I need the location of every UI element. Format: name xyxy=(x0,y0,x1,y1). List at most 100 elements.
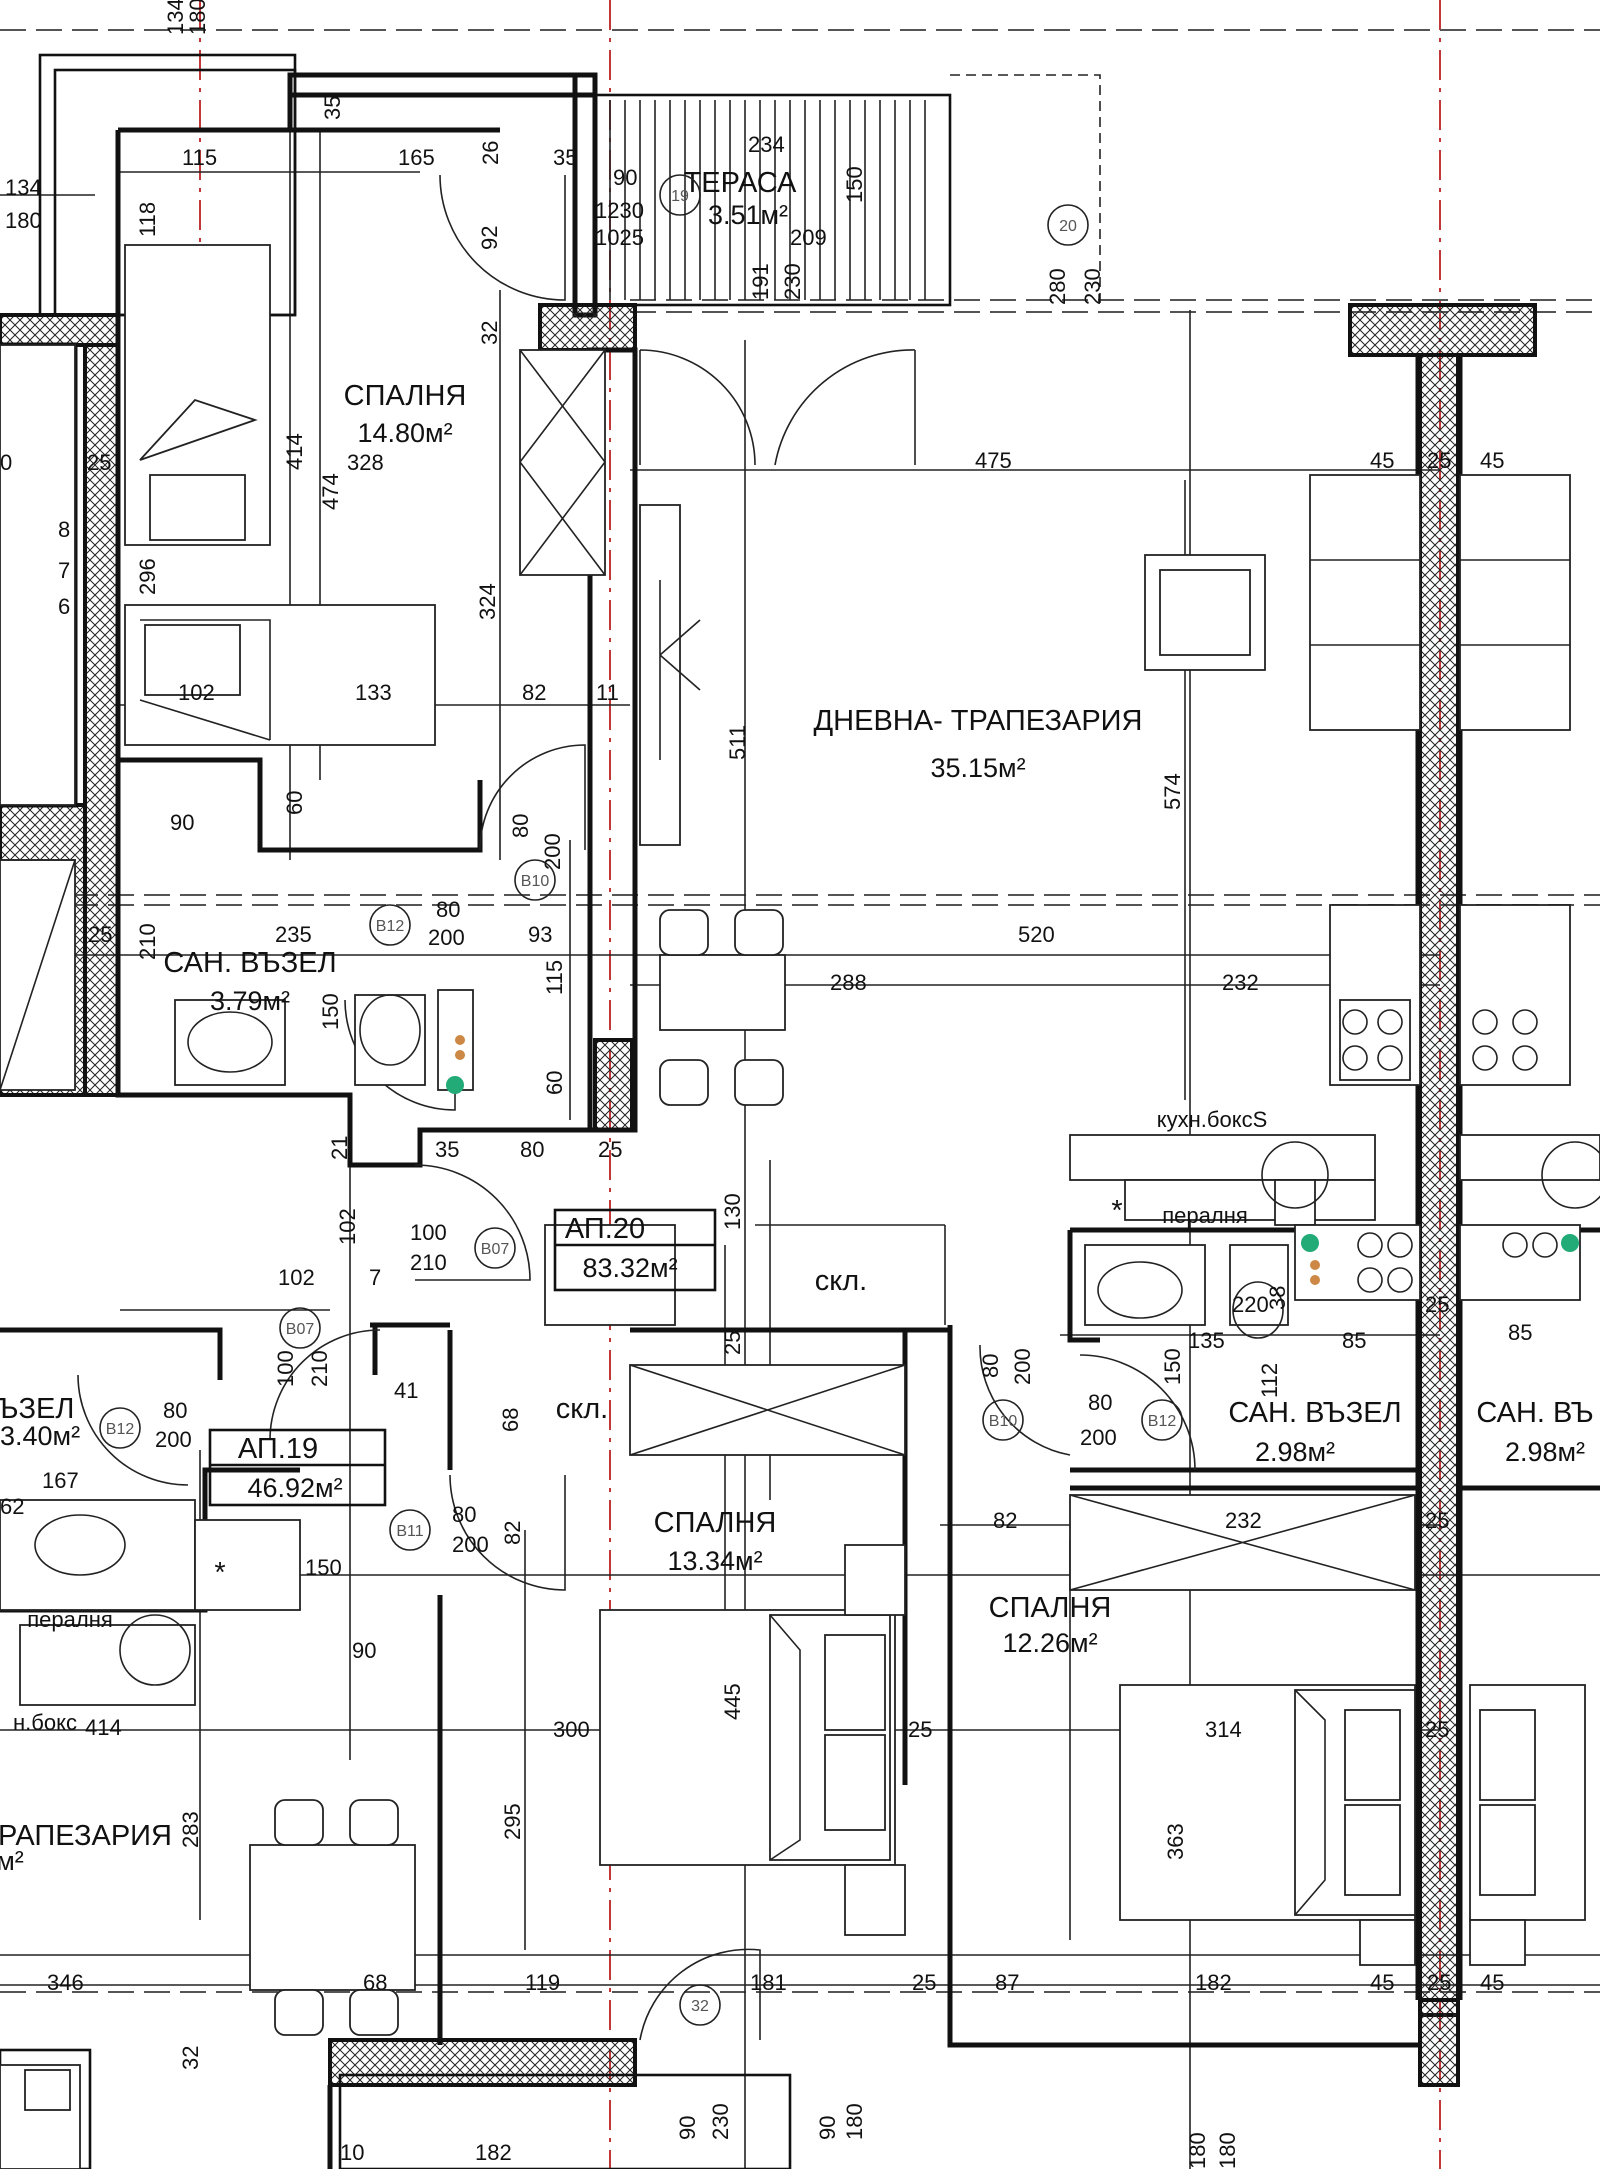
svg-text:93: 93 xyxy=(528,922,552,947)
svg-text:85: 85 xyxy=(1508,1320,1532,1345)
svg-text:85: 85 xyxy=(1342,1328,1366,1353)
asterisk-left: * xyxy=(214,1557,225,1589)
svg-text:165: 165 xyxy=(398,145,435,170)
svg-text:62: 62 xyxy=(0,1494,24,1519)
laundry-label-right: пералня xyxy=(1162,1203,1248,1228)
room-name-bath-left: САН. ВЪЗЕЛ xyxy=(163,947,336,979)
svg-text:134: 134 xyxy=(5,175,42,200)
svg-text:B12: B12 xyxy=(106,1421,135,1438)
svg-text:112: 112 xyxy=(1257,1363,1282,1398)
apartment-labels: АП.20 83.32м² АП.19 46.92м² xyxy=(208,1208,717,1507)
svg-text:90: 90 xyxy=(613,165,637,190)
svg-text:10: 10 xyxy=(340,2140,364,2165)
svg-text:414: 414 xyxy=(282,433,307,470)
svg-text:328: 328 xyxy=(347,450,384,475)
svg-text:181: 181 xyxy=(750,1970,787,1995)
svg-text:102: 102 xyxy=(335,1208,360,1245)
svg-text:B12: B12 xyxy=(1148,1413,1177,1430)
room-name-bath-cut-left: ЪЗЕЛ xyxy=(0,1393,74,1425)
svg-text:520: 520 xyxy=(1018,922,1055,947)
svg-text:68: 68 xyxy=(363,1970,387,1995)
svg-text:200: 200 xyxy=(155,1427,192,1452)
laundry-label-left: пералня xyxy=(27,1607,113,1632)
svg-text:90: 90 xyxy=(675,2116,700,2140)
svg-text:80: 80 xyxy=(436,897,460,922)
svg-text:80: 80 xyxy=(452,1502,476,1527)
svg-text:180: 180 xyxy=(185,0,210,35)
svg-text:210: 210 xyxy=(410,1250,447,1275)
room-area-bedroom-right: 12.26м² xyxy=(1002,1628,1097,1658)
furniture xyxy=(0,244,1600,2169)
svg-text:80: 80 xyxy=(520,1137,544,1162)
svg-text:115: 115 xyxy=(542,960,567,995)
svg-text:32: 32 xyxy=(178,2046,203,2070)
svg-text:200: 200 xyxy=(1010,1348,1035,1385)
room-labels: СПАЛНЯ 14.80м² ДНЕВНА- ТРАПЕЗАРИЯ 35.15м… xyxy=(0,167,1594,1876)
svg-text:90: 90 xyxy=(170,810,194,835)
room-area-bedroom-top: 14.80м² xyxy=(357,418,452,448)
svg-text:B10: B10 xyxy=(989,1413,1018,1430)
svg-text:230: 230 xyxy=(1080,268,1105,305)
svg-text:200: 200 xyxy=(452,1532,489,1557)
storage-label-1: скл. xyxy=(815,1265,868,1297)
svg-text:B10: B10 xyxy=(521,873,550,890)
room-name-bath-right: САН. ВЪЗЕЛ xyxy=(1228,1397,1401,1429)
door-tags: B12 B10 B07 B07 B12 B11 B10 B12 19 20 32 xyxy=(99,174,1183,2026)
svg-text:B12: B12 xyxy=(376,918,405,935)
svg-text:26: 26 xyxy=(478,141,503,165)
svg-text:314: 314 xyxy=(1205,1717,1242,1742)
svg-text:25: 25 xyxy=(908,1717,932,1742)
svg-text:200: 200 xyxy=(1080,1425,1117,1450)
svg-text:35: 35 xyxy=(553,145,577,170)
svg-text:115: 115 xyxy=(182,145,217,170)
svg-text:182: 182 xyxy=(475,2140,512,2165)
room-area-bath-far-right: 2.98м² xyxy=(1505,1437,1585,1467)
svg-text:25: 25 xyxy=(1425,1717,1449,1742)
svg-text:80: 80 xyxy=(163,1398,187,1423)
svg-text:92: 92 xyxy=(477,226,502,250)
svg-text:1230: 1230 xyxy=(595,198,644,223)
svg-text:60: 60 xyxy=(542,1071,567,1095)
kitchen-label-right: кухн.боксS xyxy=(1157,1107,1268,1132)
svg-text:45: 45 xyxy=(1480,448,1504,473)
svg-text:300: 300 xyxy=(553,1717,590,1742)
svg-text:180: 180 xyxy=(1215,2132,1240,2169)
svg-text:32: 32 xyxy=(477,321,502,345)
svg-text:363: 363 xyxy=(1163,1823,1188,1860)
svg-text:100: 100 xyxy=(273,1350,298,1387)
svg-text:232: 232 xyxy=(1225,1508,1262,1533)
svg-text:445: 445 xyxy=(720,1683,745,1720)
room-area-terrace: 3.51м² xyxy=(708,200,788,230)
svg-text:19: 19 xyxy=(671,188,689,205)
svg-text:68: 68 xyxy=(498,1408,523,1432)
svg-text:220: 220 xyxy=(1232,1292,1269,1317)
svg-text:7: 7 xyxy=(58,558,70,583)
svg-text:32: 32 xyxy=(691,1998,709,2015)
svg-text:20: 20 xyxy=(1059,218,1077,235)
svg-text:100: 100 xyxy=(410,1220,447,1245)
svg-text:191: 191 xyxy=(748,263,773,300)
svg-text:38: 38 xyxy=(1265,1286,1290,1310)
svg-text:82: 82 xyxy=(522,680,546,705)
svg-text:41: 41 xyxy=(394,1378,418,1403)
svg-text:235: 235 xyxy=(275,922,312,947)
svg-text:25: 25 xyxy=(720,1331,745,1355)
svg-text:180: 180 xyxy=(842,2103,867,2140)
svg-text:25: 25 xyxy=(1427,1970,1451,1995)
svg-text:35: 35 xyxy=(435,1137,459,1162)
svg-text:80: 80 xyxy=(508,814,533,838)
svg-text:475: 475 xyxy=(975,448,1012,473)
svg-text:295: 295 xyxy=(500,1803,525,1840)
room-name-bedroom-mid: СПАЛНЯ xyxy=(654,1507,777,1539)
svg-text:B07: B07 xyxy=(286,1321,315,1338)
svg-text:25: 25 xyxy=(1427,448,1451,473)
svg-text:25: 25 xyxy=(88,922,112,947)
svg-text:232: 232 xyxy=(1222,970,1259,995)
svg-text:45: 45 xyxy=(1480,1970,1504,1995)
room-area-bath-cut-left: 3.40м² xyxy=(0,1421,80,1451)
svg-text:167: 167 xyxy=(42,1468,79,1493)
svg-text:130: 130 xyxy=(720,1193,745,1230)
svg-text:87: 87 xyxy=(995,1970,1019,1995)
svg-text:200: 200 xyxy=(428,925,465,950)
svg-text:210: 210 xyxy=(307,1350,332,1387)
